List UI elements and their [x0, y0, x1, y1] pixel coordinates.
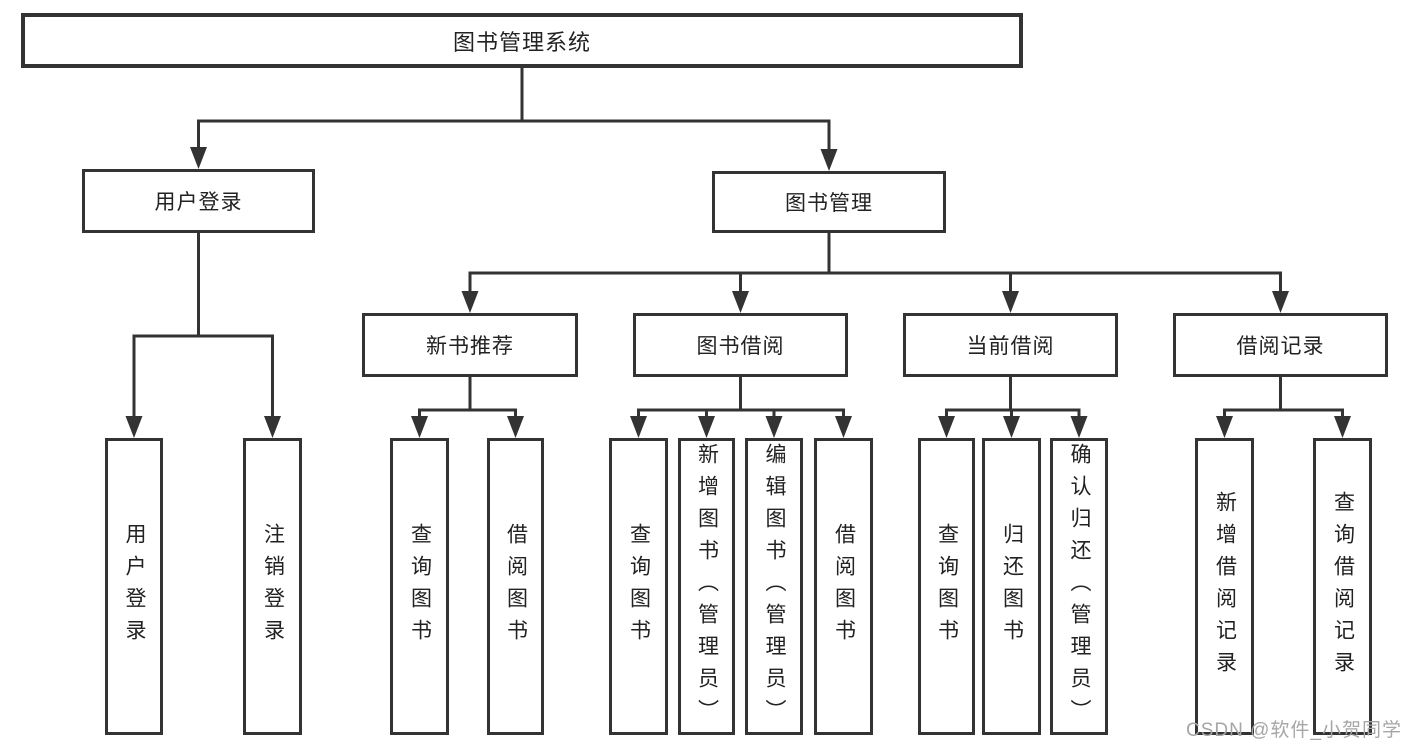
leaf-return-books: 归还图书: [982, 438, 1041, 735]
node-root-book-management-system: 图书管理系统: [21, 13, 1023, 68]
leaf-label: 确认归还（管理员）: [1068, 442, 1091, 731]
connector-book-mgmt-to-level3: [461, 233, 1289, 313]
node-label: 图书管理: [785, 192, 873, 215]
leaf-edit-books-admin: 编辑图书（管理员）: [745, 438, 803, 735]
leaf-confirm-return-admin: 确认归还（管理员）: [1050, 438, 1108, 735]
leaf-label: 归还图书: [1000, 522, 1024, 651]
connector-borrow-records-to-leaves: [1216, 377, 1351, 438]
node-label: 图书管理系统: [452, 29, 591, 55]
connector-user-login-to-leaves: [125, 233, 281, 438]
connector-root-to-level2: [190, 68, 838, 171]
csdn-watermark: CSDN @软件_小贺同学: [1186, 720, 1402, 741]
leaf-query-borrow-record: 查询借阅记录: [1313, 438, 1372, 735]
leaf-add-books-admin: 新增图书（管理员）: [678, 438, 735, 735]
leaf-borrow-books-1: 借阅图书: [487, 438, 544, 735]
connector-new-books-to-leaves: [411, 377, 524, 438]
leaf-add-borrow-record: 新增借阅记录: [1195, 438, 1254, 735]
leaf-label: 注销登录: [261, 522, 285, 651]
node-label: 当前借阅: [966, 335, 1055, 358]
node-book-management: 图书管理: [712, 171, 946, 233]
leaf-label: 查询借阅记录: [1331, 490, 1355, 683]
leaf-label: 编辑图书（管理员）: [763, 442, 786, 731]
leaf-label: 查询图书: [408, 522, 432, 651]
leaf-label: 用户登录: [123, 522, 146, 651]
leaf-label: 新增借阅记录: [1213, 490, 1237, 683]
leaf-label: 借阅图书: [832, 522, 856, 651]
connector-current-borrow-to-leaves: [938, 377, 1088, 438]
node-label: 借阅记录: [1236, 335, 1325, 358]
node-current-borrow: 当前借阅: [903, 313, 1118, 377]
node-label: 用户登录: [154, 191, 243, 214]
leaf-label: 查询图书: [627, 522, 651, 651]
connector-book-borrow-to-leaves: [630, 377, 852, 438]
leaf-query-books-3: 查询图书: [918, 438, 975, 735]
leaf-label: 新增图书（管理员）: [695, 442, 719, 731]
leaf-borrow-books-2: 借阅图书: [814, 438, 873, 735]
node-label: 图书借阅: [696, 335, 785, 358]
node-user-login: 用户登录: [82, 169, 315, 233]
node-book-borrow: 图书借阅: [633, 313, 848, 377]
node-label: 新书推荐: [426, 335, 514, 358]
leaf-logout: 注销登录: [243, 438, 302, 735]
node-new-book-recommend: 新书推荐: [362, 313, 578, 377]
leaf-label: 查询图书: [935, 522, 959, 651]
leaf-label: 借阅图书: [504, 522, 528, 651]
leaf-query-books-2: 查询图书: [609, 438, 668, 735]
leaf-user-login: 用户登录: [105, 438, 163, 735]
node-borrow-records: 借阅记录: [1173, 313, 1388, 377]
leaf-query-books-1: 查询图书: [390, 438, 449, 735]
